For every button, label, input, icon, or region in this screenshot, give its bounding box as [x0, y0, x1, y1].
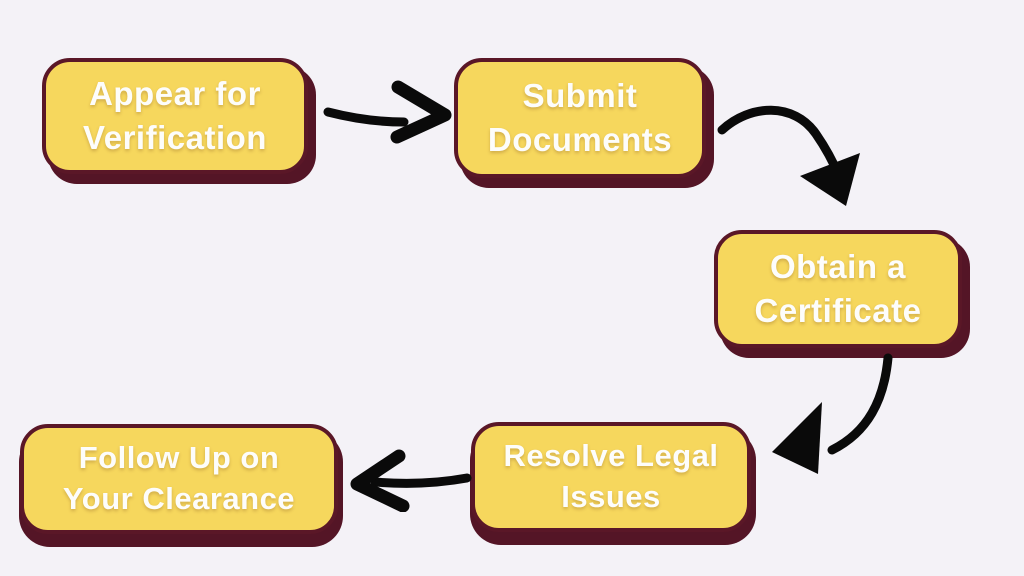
step-label-line: Your Clearance	[62, 481, 296, 516]
arrow-curve-down-left-icon	[772, 353, 893, 474]
step-label-line: Appear for	[89, 75, 261, 113]
step-box-submit-documents: Submit Documents	[454, 58, 706, 178]
arrow-left-icon	[350, 449, 472, 512]
step-label-line: Submit	[522, 77, 638, 115]
step-label-line: Follow Up on	[78, 440, 280, 476]
step-box-resolve-legal-issues: Resolve Legal Issues	[471, 422, 751, 532]
step-label-line: Resolve Legal	[503, 438, 719, 474]
step-label-line: Verification	[83, 119, 267, 156]
step-label-line: Issues	[561, 479, 661, 514]
step-box-obtain-a-certificate: Obtain a Certificate	[714, 230, 962, 348]
step-box-appear-for-verification: Appear for Verification	[42, 58, 308, 174]
step-label-line: Documents	[487, 121, 673, 158]
arrow-right-icon	[323, 80, 452, 144]
arrow-curve-down-right-icon	[717, 105, 860, 206]
step-box-follow-up-on-your-clearance: Follow Up on Your Clearance	[20, 424, 338, 534]
step-label-line: Obtain a	[769, 248, 907, 286]
step-label-line: Certificate	[754, 292, 922, 329]
